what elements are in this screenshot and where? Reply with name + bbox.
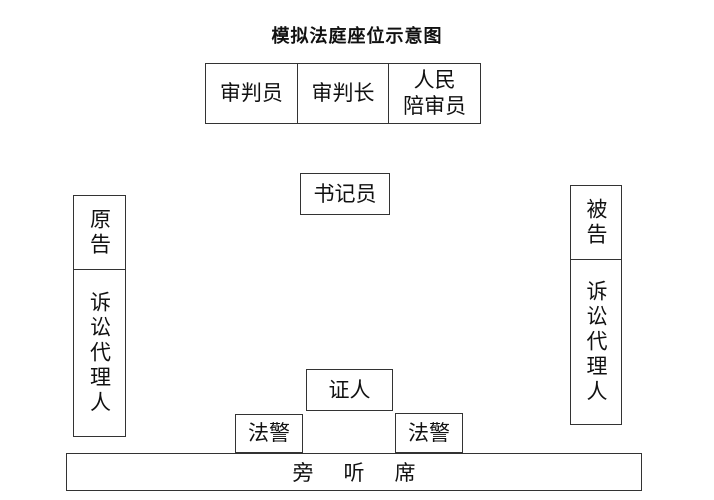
defendant-column: 被告 诉讼代理人 bbox=[570, 185, 622, 425]
seat-plaintiff: 原告 bbox=[74, 196, 125, 270]
seat-bailiff-left: 法警 bbox=[235, 414, 303, 453]
seat-presiding-judge: 审判长 bbox=[298, 64, 390, 123]
seat-judge: 审判员 bbox=[206, 64, 298, 123]
seat-clerk: 书记员 bbox=[300, 173, 390, 215]
seat-plaintiff-agent: 诉讼代理人 bbox=[87, 290, 112, 416]
seat-defendant: 被告 bbox=[571, 186, 621, 260]
seat-defendant-agent: 诉讼代理人 bbox=[584, 279, 608, 405]
diagram-title: 模拟法庭座位示意图 bbox=[271, 26, 443, 47]
seat-witness: 证人 bbox=[306, 369, 393, 411]
seat-people-assessor: 人民 陪审员 bbox=[403, 68, 467, 118]
judges-bench: 审判员 审判长 人民 陪审员 bbox=[205, 63, 481, 124]
seat-bailiff-right: 法警 bbox=[395, 413, 463, 453]
plaintiff-column: 原告 诉讼代理人 bbox=[73, 195, 126, 437]
public-gallery: 旁听席 bbox=[66, 453, 642, 491]
